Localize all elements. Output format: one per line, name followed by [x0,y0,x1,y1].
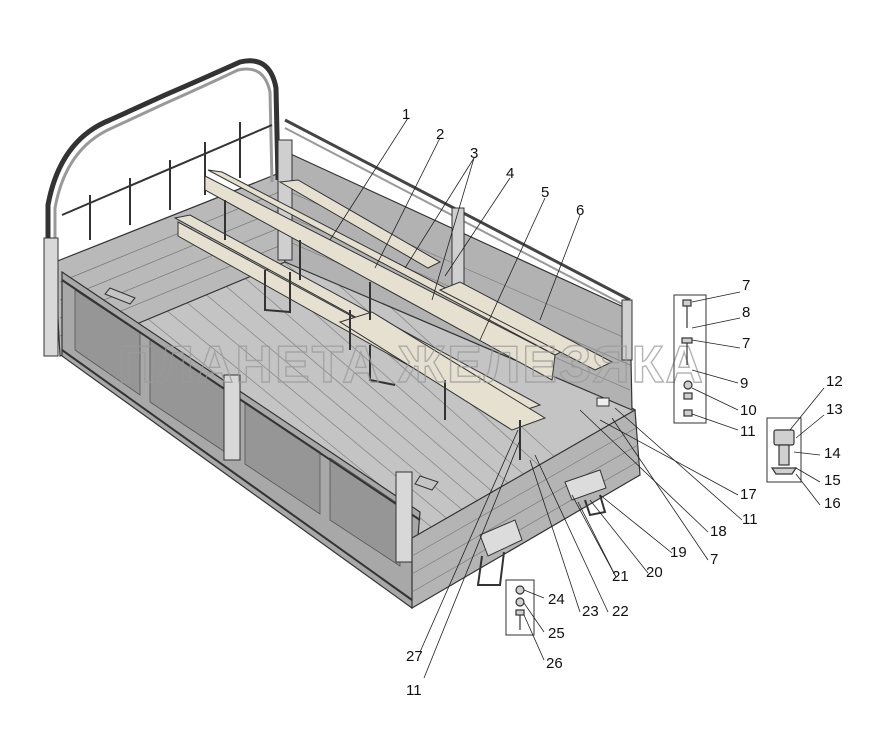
callout-26: 26 [546,655,563,672]
callout-12: 12 [826,373,843,390]
callout-15: 15 [824,472,841,489]
callout-16: 16 [824,495,841,512]
callout-7c: 7 [710,551,718,568]
callout-9: 9 [740,375,748,392]
latch-inset-12-16 [766,417,802,483]
callout-25: 25 [548,625,565,642]
callout-11a: 11 [740,423,756,440]
callout-10: 10 [740,402,757,419]
callout-13: 13 [826,401,843,418]
fastener-inset-7-11 [673,294,707,424]
callout-21: 21 [612,568,629,585]
callout-6: 6 [576,202,584,219]
callout-22: 22 [612,603,629,620]
callout-labels: 1 2 3 4 5 6 7 8 7 9 10 11 12 13 14 15 16… [402,106,843,699]
leader-lines [329,117,825,679]
bolt-inset-24-26 [505,579,535,636]
bench-seats [173,169,614,460]
callout-19: 19 [670,544,687,561]
callout-11b: 11 [742,511,758,528]
callout-27: 27 [406,648,423,665]
callout-7b: 7 [742,335,750,352]
callout-11c: 11 [406,682,422,699]
callout-7a: 7 [742,277,750,294]
callout-23: 23 [582,603,599,620]
callout-14: 14 [824,445,841,462]
watermark-text: ПЛАНЕТА ЖЕЛЕЗЯКА [118,336,705,394]
callout-18: 18 [710,523,727,540]
callout-4: 4 [506,165,514,182]
callout-2: 2 [436,126,444,143]
callout-20: 20 [646,564,663,581]
callout-8: 8 [742,304,750,321]
near-side-board [61,270,439,610]
callout-17: 17 [740,486,757,503]
callout-24: 24 [548,591,565,608]
callout-5: 5 [541,184,549,201]
callout-3: 3 [470,145,478,162]
tail-board [411,397,641,610]
callout-1: 1 [402,106,410,123]
